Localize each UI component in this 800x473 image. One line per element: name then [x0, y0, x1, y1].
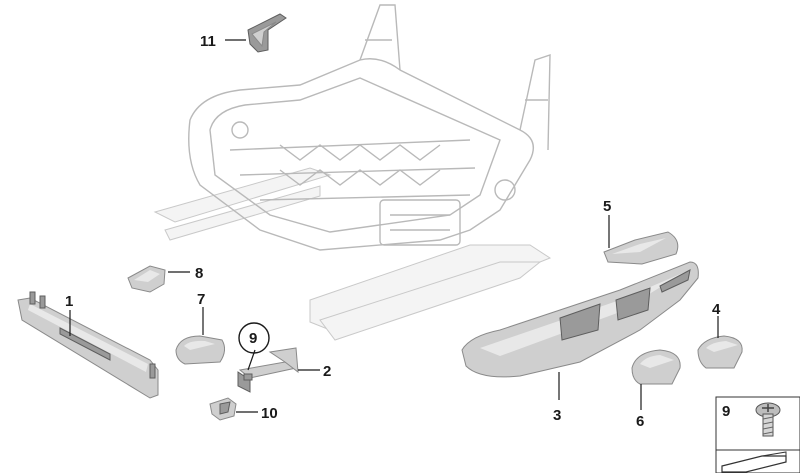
part-2-bracket: [237, 347, 299, 393]
callout-labels: 11 1 8 7 9 2 10 3 5 6 4: [65, 33, 721, 430]
inset-part-9: 9: [715, 396, 800, 473]
callout-2: 2: [323, 363, 331, 380]
seat-frame: [153, 4, 552, 341]
inset-label-9: 9: [722, 403, 730, 420]
callout-9-circle: [238, 322, 270, 354]
callout-6: 6: [636, 413, 644, 430]
callout-4: 4: [712, 301, 721, 318]
callout-8: 8: [195, 265, 203, 282]
screw-icon: [755, 402, 781, 437]
part-11-bracket: [247, 13, 287, 53]
callout-3: 3: [553, 407, 561, 424]
callout-7: 7: [197, 291, 205, 308]
leader-lines: [69, 39, 719, 413]
part-5-cover: [603, 231, 679, 265]
callout-1: 1: [65, 293, 73, 310]
part-4-knob: [697, 335, 743, 369]
part-3-side-panel: [461, 261, 699, 378]
callout-5: 5: [603, 198, 611, 215]
part-8-cap: [127, 265, 166, 293]
callout-9-circled: 9: [249, 330, 257, 347]
part-6-knob: [631, 349, 681, 385]
arrow-symbol-icon: [721, 451, 787, 473]
part-7-handle: [175, 335, 226, 365]
part-10-clip: [209, 397, 237, 421]
callout-10: 10: [261, 405, 278, 422]
callout-11: 11: [200, 33, 216, 50]
part-1-side-trim: [17, 291, 159, 399]
